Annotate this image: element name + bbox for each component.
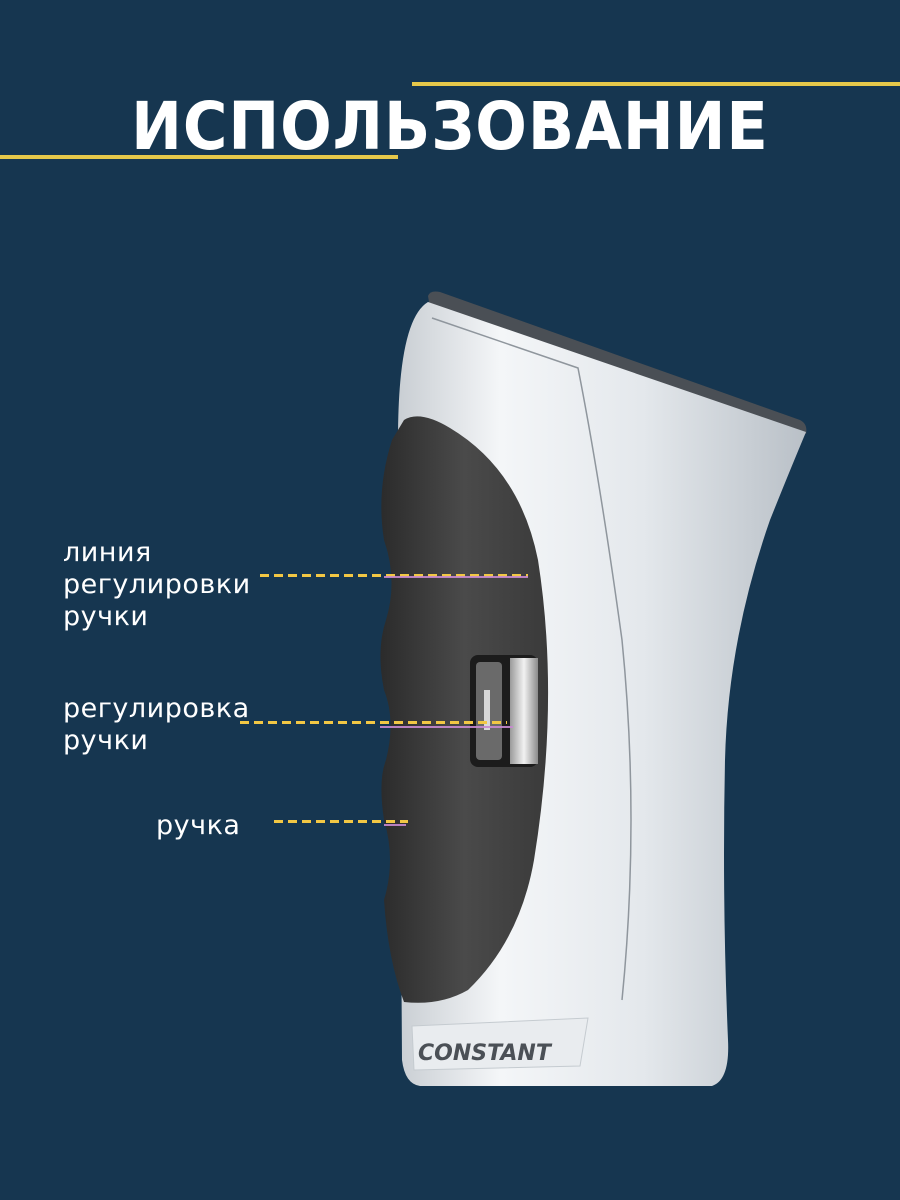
brand-logo: CONSTANT [418, 1041, 553, 1066]
label-line: регулировки [63, 569, 251, 600]
leader-line-handle [274, 820, 408, 823]
marker-handle-adjuster [380, 726, 513, 728]
callout-label-handle: ручка [156, 810, 240, 842]
callout-label-handle-adjuster: регулировка ручки [63, 693, 250, 757]
label-line: ручка [156, 810, 241, 841]
label-line: ручки [63, 725, 149, 756]
page-title: ИСПОЛЬЗОВАНИЕ [131, 88, 769, 165]
leader-line-adjustment-line [260, 574, 528, 577]
label-line: ручки [63, 601, 149, 632]
bottom-accent-line [0, 155, 398, 159]
top-accent-line [412, 82, 900, 86]
marker-handle [384, 824, 406, 826]
label-line: регулировка [63, 693, 250, 724]
callout-label-adjustment-line: линия регулировки ручки [63, 537, 251, 633]
leader-line-handle-adjuster [240, 721, 507, 724]
marker-adjustment-line [384, 576, 528, 578]
label-line: линия [63, 537, 152, 568]
